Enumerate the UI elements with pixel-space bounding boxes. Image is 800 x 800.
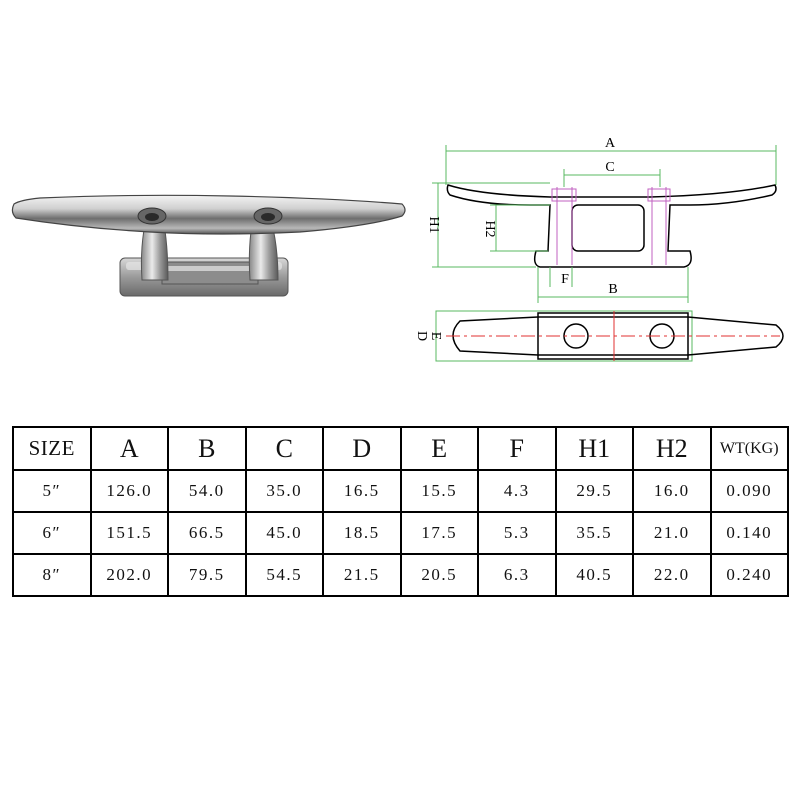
table-header-row: SIZE A B C D E F H1 H2 WT(KG) — [12, 426, 789, 471]
cell-d: 16.5 — [322, 469, 402, 513]
cell-e: 17.5 — [399, 511, 479, 555]
cell-size: 6″ — [12, 511, 92, 555]
header-f: F — [477, 426, 557, 471]
dimension-lines — [432, 145, 777, 362]
cell-c: 35.0 — [244, 469, 324, 513]
cleat-bar — [161, 261, 259, 285]
dim-label-b: B — [608, 282, 617, 297]
cell-b: 54.0 — [167, 469, 247, 513]
dim-label-f: F — [561, 272, 569, 287]
table-row: 8″ 202.0 79.5 54.5 21.5 20.5 6.3 40.5 22… — [12, 553, 789, 597]
center-lines — [446, 311, 780, 361]
cell-h1: 35.5 — [554, 511, 634, 555]
header-h2: H2 — [632, 426, 712, 471]
header-e: E — [399, 426, 479, 471]
dim-label-a: A — [605, 136, 616, 151]
cell-size: 8″ — [12, 553, 92, 597]
cleat-horn-top — [11, 194, 406, 235]
cell-weight: 0.140 — [709, 511, 789, 555]
cell-a: 202.0 — [89, 553, 169, 597]
dim-label-h2: H2 — [482, 220, 497, 237]
header-h1: H1 — [554, 426, 634, 471]
cell-f: 6.3 — [477, 553, 557, 597]
cell-weight: 0.090 — [709, 469, 789, 513]
dim-label-c: C — [605, 160, 614, 175]
cell-c: 54.5 — [244, 553, 324, 597]
header-a: A — [89, 426, 169, 471]
bolt-lines — [551, 187, 671, 265]
cell-a: 151.5 — [89, 511, 169, 555]
cell-c: 45.0 — [244, 511, 324, 555]
cell-f: 5.3 — [477, 511, 557, 555]
cell-size: 5″ — [12, 469, 92, 513]
cell-b: 66.5 — [167, 511, 247, 555]
table-row: 6″ 151.5 66.5 45.0 18.5 17.5 5.3 35.5 21… — [12, 511, 789, 555]
table-row: 5″ 126.0 54.0 35.0 16.5 15.5 4.3 29.5 16… — [12, 469, 789, 513]
cell-d: 21.5 — [322, 553, 402, 597]
cell-e: 20.5 — [399, 553, 479, 597]
dim-label-d: D — [414, 331, 429, 341]
dimension-diagram: A C H1 H2 F B D E — [414, 136, 784, 362]
dim-label-e: E — [428, 332, 443, 341]
cell-h2: 16.0 — [632, 469, 712, 513]
cell-b: 79.5 — [167, 553, 247, 597]
cell-a: 126.0 — [89, 469, 169, 513]
cleat-product-photo — [11, 194, 406, 297]
header-size: SIZE — [12, 426, 92, 471]
header-d: D — [322, 426, 402, 471]
dim-label-h1: H1 — [426, 216, 441, 233]
cell-f: 4.3 — [477, 469, 557, 513]
cell-d: 18.5 — [322, 511, 402, 555]
header-b: B — [167, 426, 247, 471]
cell-h2: 22.0 — [632, 553, 712, 597]
cell-h1: 40.5 — [554, 553, 634, 597]
cell-h1: 29.5 — [554, 469, 634, 513]
cleat-legs — [140, 223, 279, 281]
cell-e: 15.5 — [399, 469, 479, 513]
header-weight: WT(KG) — [709, 426, 789, 471]
header-c: C — [244, 426, 324, 471]
cell-weight: 0.240 — [709, 553, 789, 597]
spec-table: SIZE A B C D E F H1 H2 WT(KG) 5″ 126.0 5… — [12, 426, 789, 597]
cell-h2: 21.0 — [632, 511, 712, 555]
